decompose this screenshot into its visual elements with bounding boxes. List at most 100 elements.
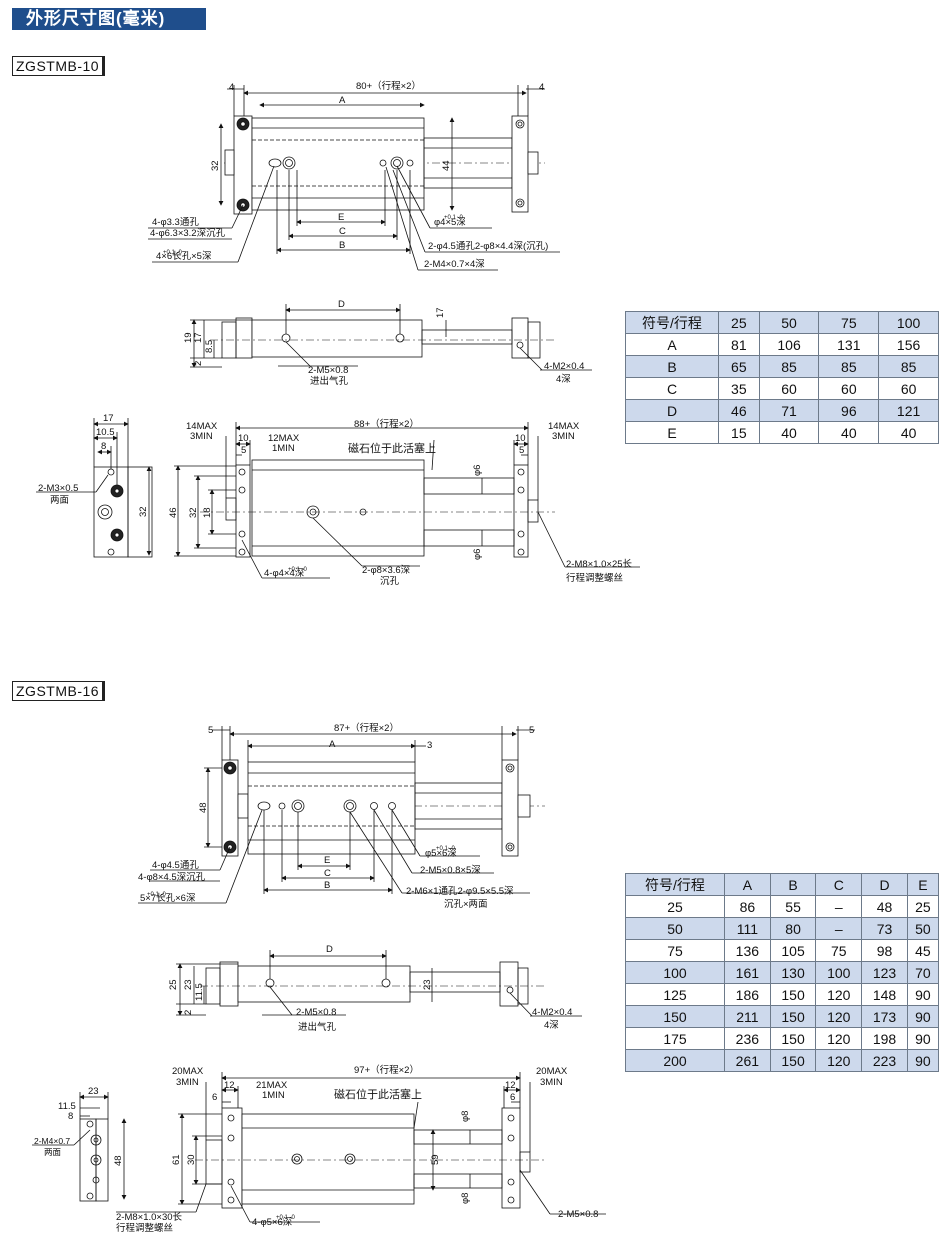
- zg16-front-right-max: 20MAX: [536, 1066, 568, 1077]
- zg16-front-h30: 30: [186, 1154, 197, 1165]
- table-row: C 35 60 60 60: [625, 377, 939, 400]
- table-cell: 86: [724, 895, 771, 918]
- zg16-pin-hole-callout: φ5×6深: [425, 848, 457, 859]
- zg10-slot-tolerance: +0.1 -0: [163, 250, 183, 256]
- zg16-side-view: [176, 950, 582, 1017]
- zg16-top-dim-a: A: [329, 739, 336, 750]
- table-cell: 261: [724, 1049, 771, 1072]
- zg16-side-h23: 23: [183, 979, 194, 990]
- table-row: 25 86 55 – 48 25: [625, 895, 940, 918]
- zg16-front-pin-callout: 4-φ5×6深: [252, 1217, 293, 1228]
- table-row: 75 136 105 75 98 45: [625, 939, 940, 962]
- zg16-side-port: 2-M5×0.8: [296, 1007, 336, 1018]
- zg16-through-callout: 2-M6×1通孔2-φ9.5×5.5深: [406, 886, 514, 897]
- table-cell: B: [625, 355, 719, 378]
- zg16-top-left-gap: 5: [208, 725, 213, 736]
- zg10-end-h32: 32: [138, 506, 149, 517]
- zg10-front-bolt: 2-M8×1.0×25长: [566, 558, 633, 570]
- zg16-top-dim-b: B: [324, 880, 330, 891]
- zg10-front-h46: 46: [168, 507, 179, 518]
- zg16-side-port-note: 进出气孔: [298, 1021, 337, 1033]
- zg16-thread-callout: 2-M5×0.8×5深: [420, 865, 481, 876]
- zg10-side-tap-note: 4深: [556, 374, 571, 385]
- table-cell: E: [625, 421, 719, 444]
- table-cell: 75: [815, 939, 863, 962]
- table-header-cell: A: [724, 873, 771, 896]
- table-cell: 70: [906, 961, 940, 984]
- zg16-front-gap12-right: 12: [505, 1080, 516, 1091]
- table-header-row: 符号/行程 A B C D E: [625, 873, 940, 896]
- table-cell: 65: [718, 355, 760, 378]
- zg10-end-w8: 8: [101, 441, 106, 452]
- zg10-front-gap10-left: 10: [238, 433, 249, 444]
- zg10-front-gap10-right: 10: [515, 433, 526, 444]
- table-cell: D: [625, 399, 719, 422]
- zg10-front-phi6-top: φ6: [472, 465, 483, 476]
- zg10-front-right-min: 3MIN: [552, 431, 575, 442]
- zg10-end-w10-5: 10.5: [96, 427, 115, 438]
- zg10-top-dim-c: C: [339, 226, 346, 237]
- zg10-holes-callout-2: 4-φ6.3×3.2深沉孔: [150, 228, 226, 239]
- zg16-side-tap-note: 4深: [544, 1020, 559, 1031]
- zg16-side-h11-5: 11.5: [194, 983, 205, 1001]
- page-title: 外形尺寸图(毫米): [12, 8, 206, 30]
- table-cell: 50: [906, 917, 940, 940]
- table-cell: –: [815, 917, 863, 940]
- zg10-end-w17: 17: [103, 413, 114, 424]
- model-label-16: ZGSTMB-16: [12, 681, 106, 701]
- table-cell: 40: [878, 421, 939, 444]
- table-header-row: 符号/行程 25 50 75 100: [625, 311, 939, 334]
- zg10-pin-tolerance: +0.1 -0: [444, 215, 464, 221]
- zg16-top-view: [138, 726, 545, 904]
- zg16-side-h25: 25: [168, 979, 179, 990]
- zg16-side-h2: 2: [183, 1010, 194, 1015]
- table-header-cell: 100: [878, 311, 939, 334]
- table-cell: 161: [724, 961, 771, 984]
- zg16-front-pin-tolerance: +0.1 -0: [276, 1215, 296, 1221]
- table-cell: 71: [758, 399, 820, 422]
- table-header-cell: E: [906, 873, 940, 896]
- zg16-front-left-max: 20MAX: [172, 1066, 204, 1077]
- zg16-top-gap3: 3: [427, 740, 432, 751]
- zg10-slot-callout: 4×6长孔×5深: [156, 250, 212, 262]
- zg10-thread-callout: 2-M4×0.7×4深: [424, 259, 485, 270]
- zg10-front-pin-callout: 4-φ4×4深: [264, 568, 305, 579]
- zg10-side-h19: 19: [183, 332, 194, 343]
- table-row: E 15 40 40 40: [625, 421, 939, 444]
- table-cell: 40: [818, 421, 880, 444]
- table-cell: 81: [718, 333, 760, 356]
- zg10-front-counterbore: 2-φ8×3.6深: [362, 565, 411, 576]
- zg16-front-h59: 59: [430, 1154, 441, 1165]
- zg16-front-gap6-right: 6: [510, 1092, 515, 1103]
- table-header-cell: 符号/行程: [625, 873, 725, 896]
- zg16-through-note: 沉孔×两面: [444, 899, 488, 910]
- table-row: B 65 85 85 85: [625, 355, 939, 378]
- table-cell: 15: [718, 421, 760, 444]
- zg16-front-stop-min: 1MIN: [262, 1090, 285, 1101]
- zg10-dimension-table: 符号/行程 25 50 75 100 A 81 106 131 156 B 65…: [625, 311, 939, 444]
- table-cell: 50: [625, 917, 725, 940]
- zg16-front-bolt: 2-M8×1.0×30长: [116, 1211, 183, 1223]
- zg16-top-overall-dim: 87+（行程×2）: [334, 722, 399, 734]
- zg16-end-tap-note: 两面: [44, 1147, 62, 1157]
- zg10-front-gap5-left: 5: [241, 445, 246, 456]
- zg10-front-bolt-note: 行程调整螺丝: [566, 572, 623, 584]
- table-row: D 46 71 96 121: [625, 399, 939, 422]
- zg16-end-w23: 23: [88, 1086, 99, 1097]
- zg10-front-pin-tolerance: +0.1 -0: [288, 567, 308, 573]
- zg16-front-left-min: 3MIN: [176, 1077, 199, 1088]
- zg10-front-phi6-bottom: φ6: [472, 549, 483, 560]
- table-row: 125 186 150 120 148 90: [625, 983, 940, 1006]
- zg10-side-dim-d: D: [338, 299, 345, 310]
- zg16-front-view: [116, 1072, 606, 1223]
- zg10-pin-hole-callout: φ4×5深: [434, 217, 466, 228]
- zg10-side-h17: 17: [193, 332, 204, 343]
- zg10-top-dim-e: E: [338, 212, 344, 223]
- zg10-front-gap5-right: 5: [519, 445, 524, 456]
- zg16-slot-tolerance: +0.1 -0: [147, 892, 167, 898]
- table-cell: 90: [906, 1027, 940, 1050]
- zg10-front-h18: 18: [202, 507, 213, 518]
- zg10-top-right-gap: 4: [539, 82, 544, 93]
- table-cell: 200: [625, 1049, 725, 1072]
- zg16-front-magnet-note: 磁石位于此活塞上: [334, 1087, 422, 1101]
